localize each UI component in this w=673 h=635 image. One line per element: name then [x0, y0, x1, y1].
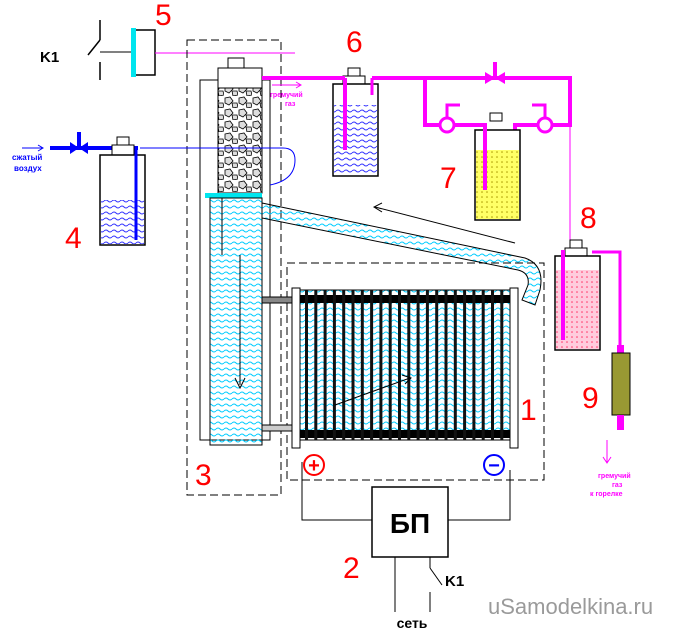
electrode-plate [472, 290, 476, 440]
separator-column [199, 57, 271, 446]
gas-out-label-1: гремучий [270, 91, 303, 99]
label-1: 1 [520, 394, 537, 427]
burner-label-3: к горелке [590, 491, 623, 498]
electrode-plate [500, 290, 504, 440]
mains-label: сеть [397, 615, 428, 631]
electrode-plate [360, 290, 364, 440]
electrode-plate [332, 290, 336, 440]
filter-gravel [217, 87, 263, 194]
column-enclosure-3 [186, 39, 282, 496]
label-2: 2 [343, 552, 360, 585]
electrode-plate [388, 290, 392, 440]
electrolyzer-enclosure-1 [286, 262, 545, 481]
bubbler-bottle-4 [99, 136, 146, 246]
gas-out-label-2: газ [285, 101, 296, 108]
minus-terminal: − [483, 454, 505, 477]
electrode-plate [342, 290, 346, 440]
switch-k1-top-label: K1 [40, 49, 59, 66]
electrode-plate [398, 290, 401, 440]
label-9: 9 [582, 382, 599, 415]
switch-k1-top [87, 20, 133, 80]
electrode-plate [379, 290, 383, 440]
electrode-plate [463, 290, 467, 440]
electrode-plate [435, 290, 439, 440]
label-8: 8 [580, 202, 597, 235]
flame-arrestor-9 [611, 345, 631, 430]
electrode-plate [305, 290, 308, 440]
label-6: 6 [346, 26, 363, 59]
power-supply [371, 486, 449, 558]
electrode-plate [323, 290, 327, 440]
air-label-2: воздух [14, 164, 42, 173]
bottle-8 [554, 239, 622, 351]
svg-text:−: − [488, 455, 500, 477]
electrode-plate [425, 290, 429, 440]
gas-sensor-5 [131, 28, 156, 77]
electrode-plate [314, 290, 318, 440]
label-5: 5 [155, 0, 172, 32]
svg-text:+: + [308, 455, 320, 477]
gas-bypass-loop [372, 62, 572, 190]
electrode-plate [407, 290, 411, 440]
switch-k1-bottom-label: K1 [445, 573, 464, 590]
water-seal-bottle-6 [330, 67, 379, 177]
electrode-plate [351, 290, 355, 440]
electrode-plate [453, 290, 457, 440]
burner-label-1: гремучий [598, 472, 631, 480]
power-supply-label: БП [390, 508, 430, 539]
plus-terminal: + [303, 454, 325, 477]
return-tube [261, 202, 542, 306]
burner-label-2: газ [612, 482, 623, 489]
watermark: uSamodelkina.ru [488, 594, 653, 619]
column-water [209, 197, 263, 446]
label-3: 3 [195, 459, 212, 492]
electrode-plate [481, 290, 485, 440]
air-pipe [140, 147, 296, 186]
air-label-1: сжатый [12, 153, 42, 162]
electrode-plate [370, 290, 374, 440]
electrolyzer-cell-stack [261, 287, 519, 449]
electrode-plate [444, 290, 448, 440]
wires [301, 462, 511, 612]
label-4: 4 [65, 222, 82, 255]
electrode-plate [491, 290, 494, 440]
bottle-7 [474, 112, 521, 221]
label-7: 7 [440, 162, 457, 195]
electrode-plate [416, 290, 420, 440]
